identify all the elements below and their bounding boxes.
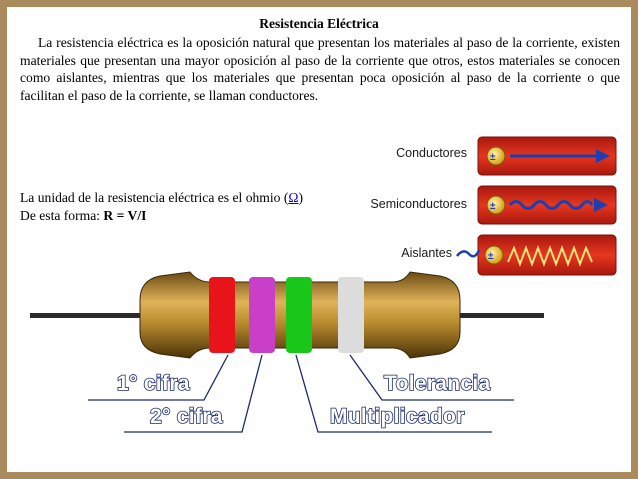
- formula-line: De esta forma: R = V/I: [20, 208, 146, 224]
- band-tolerance: [338, 277, 364, 353]
- svg-text:±: ±: [490, 152, 496, 163]
- formula-expression: R = V/I: [103, 208, 147, 223]
- resistor: [30, 271, 544, 359]
- svg-text:±: ±: [490, 201, 496, 212]
- aislantes-strip: ±: [456, 234, 617, 276]
- second-digit-label: 2° cifra: [149, 404, 223, 429]
- multiplier-label: Multiplicador: [329, 404, 465, 429]
- intro-paragraph: La resistencia eléctrica es la oposición…: [20, 34, 620, 104]
- semiconductores-strip: ±: [477, 185, 617, 225]
- tolerance-label: Tolerancia: [383, 371, 491, 396]
- semiconductores-label: Semiconductores: [370, 197, 467, 211]
- conductores-strip: ±: [477, 136, 617, 176]
- band-2: [249, 277, 275, 353]
- band-1: [209, 277, 235, 353]
- band-multiplier: [286, 277, 312, 353]
- left-lead: [30, 313, 146, 318]
- conductores-label: Conductores: [396, 146, 467, 160]
- svg-text:±: ±: [488, 251, 494, 262]
- ohm-symbol: Ω: [288, 190, 299, 205]
- unit-prefix: La unidad de la resistencia eléctrica es…: [20, 190, 289, 205]
- right-lead: [452, 313, 544, 318]
- intro-paragraph-text: La resistencia eléctrica es la oposición…: [20, 35, 620, 103]
- label-lines: [88, 354, 514, 433]
- first-digit-label: 1° cifra: [116, 371, 190, 396]
- unit-line: La unidad de la resistencia eléctrica es…: [20, 190, 303, 206]
- page-title: Resistencia Eléctrica: [259, 16, 379, 31]
- aislantes-label: Aislantes: [401, 246, 452, 260]
- unit-suffix: ): [298, 190, 303, 205]
- formula-prefix: De esta forma:: [20, 208, 104, 223]
